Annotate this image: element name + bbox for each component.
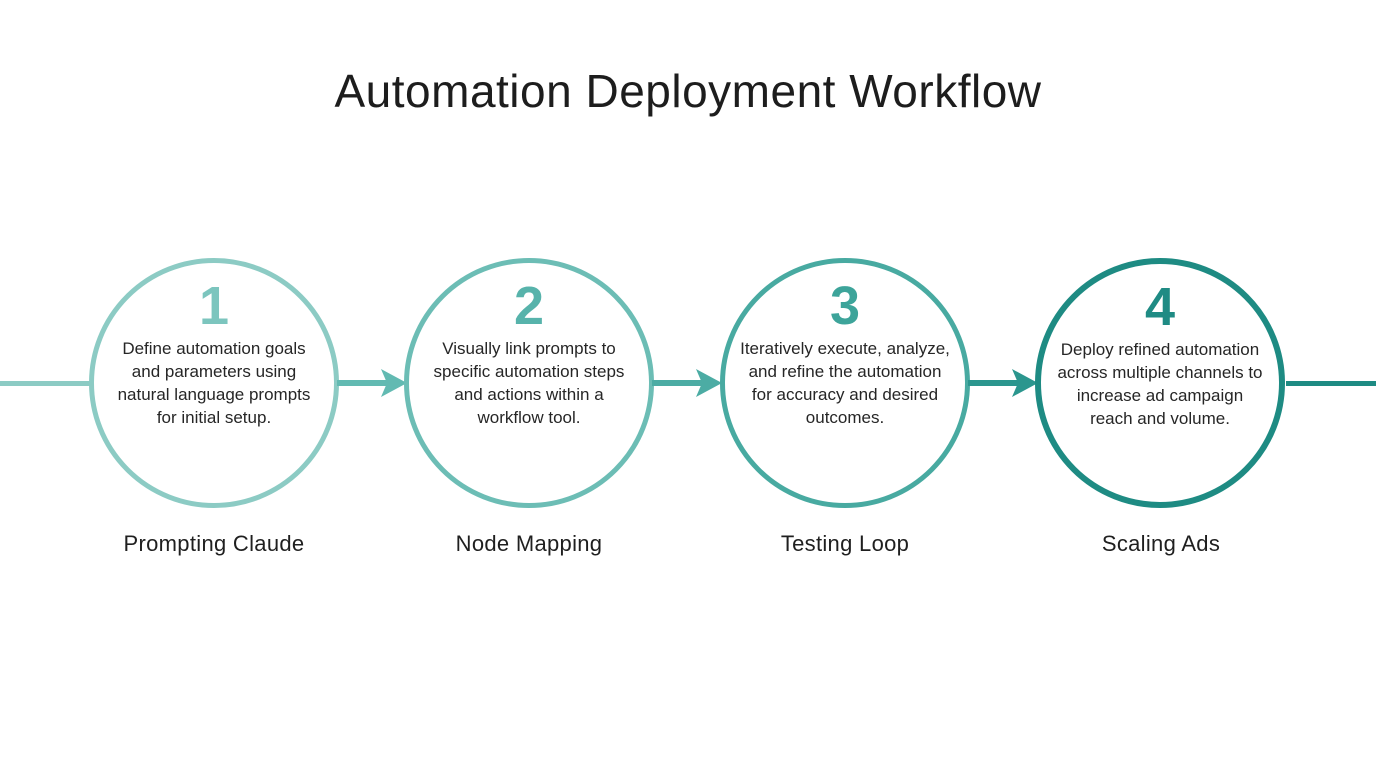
arrow-right-icon [337, 364, 407, 402]
step-number-3: 3 [829, 276, 861, 336]
step-description-3: Iteratively execute, analyze, and refine… [740, 339, 950, 428]
step-circle-3: 3 Iteratively execute, analyze, and refi… [720, 258, 970, 508]
step-number-1: 1 [198, 276, 230, 336]
right-connector-line [1286, 381, 1376, 386]
step-label-node-mapping: Node Mapping [455, 531, 603, 556]
step-number-4: 4 [1144, 277, 1176, 337]
step-description-4: Deploy refined automation across multipl… [1057, 340, 1263, 429]
step-description-1: Define automation goals and parameters u… [117, 339, 311, 428]
left-connector-line [0, 381, 92, 386]
step-description-2: Visually link prompts to specific automa… [433, 339, 625, 428]
step-circle-1: 1 Define automation goals and parameters… [89, 258, 339, 508]
step-circle-4: 4 Deploy refined automation across multi… [1035, 258, 1285, 508]
step-label-scaling-ads: Scaling Ads [1101, 531, 1221, 556]
step-label-testing-loop: Testing Loop [780, 531, 910, 556]
arrow-right-icon [652, 364, 722, 402]
step-label-prompting-claude: Prompting Claude [123, 531, 305, 556]
page-title: Automation Deployment Workflow [334, 65, 1042, 117]
step-circle-2: 2 Visually link prompts to specific auto… [404, 258, 654, 508]
arrow-right-icon [968, 364, 1038, 402]
step-number-2: 2 [513, 276, 545, 336]
